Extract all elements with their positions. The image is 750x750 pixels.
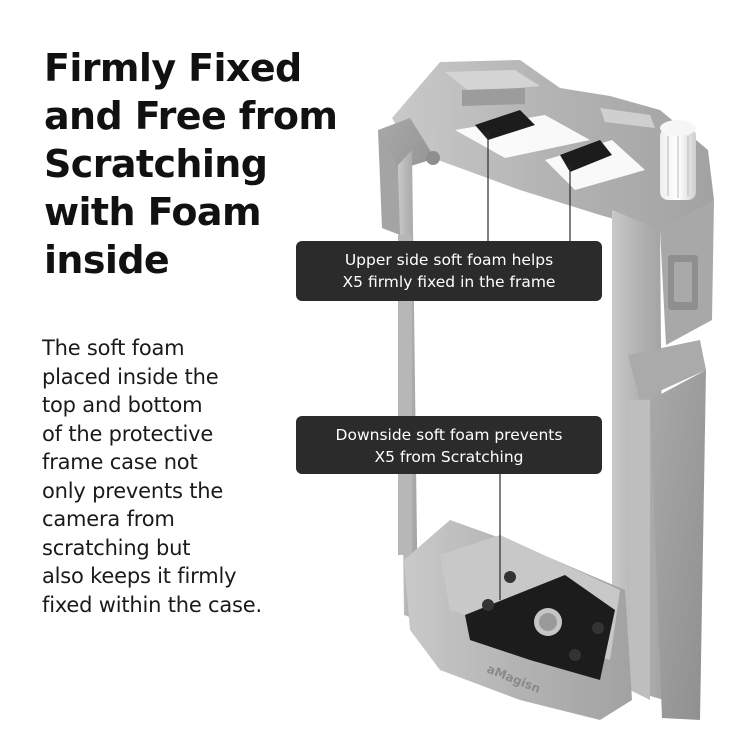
description-line: placed inside the xyxy=(42,364,219,389)
description-line: camera from xyxy=(42,507,175,531)
upper-foam-pads xyxy=(475,110,612,172)
headline-line: with Foam xyxy=(44,190,262,234)
headline-line: Scratching xyxy=(44,142,268,186)
callout-line: Downside soft foam prevents xyxy=(335,426,563,444)
callout-line: X5 firmly fixed in the frame xyxy=(342,273,556,291)
callout-line: Upper side soft foam helps xyxy=(344,251,554,269)
headline: Firmly Fixed and Free from Scratching wi… xyxy=(44,44,374,284)
upper-foam-callout: Upper side soft foam helps X5 firmly fix… xyxy=(296,241,602,301)
headline-line: and Free from xyxy=(44,94,338,138)
description-line: also keeps it firmly xyxy=(42,564,237,588)
description-paragraph: The soft foam placed inside the top and … xyxy=(42,334,312,619)
frame-right-rail xyxy=(612,200,714,720)
frame-bottom-base xyxy=(404,520,632,720)
callout-line: X5 from Scratching xyxy=(374,448,524,466)
headline-line: Firmly Fixed xyxy=(44,46,302,90)
thumb-screw-knob xyxy=(660,120,696,200)
description-line: only prevents the xyxy=(42,478,224,503)
description-line: frame case not xyxy=(42,450,198,474)
callout-leader-lines xyxy=(487,132,571,600)
description-line: top and bottom xyxy=(42,393,203,417)
description-line: scratching but xyxy=(42,535,191,560)
description-line: The soft foam xyxy=(42,336,185,360)
headline-line: inside xyxy=(44,238,170,282)
description-line: of the protective xyxy=(42,421,214,446)
description-line: fixed within the case. xyxy=(42,592,262,617)
downside-foam-callout: Downside soft foam prevents X5 from Scra… xyxy=(296,416,602,474)
